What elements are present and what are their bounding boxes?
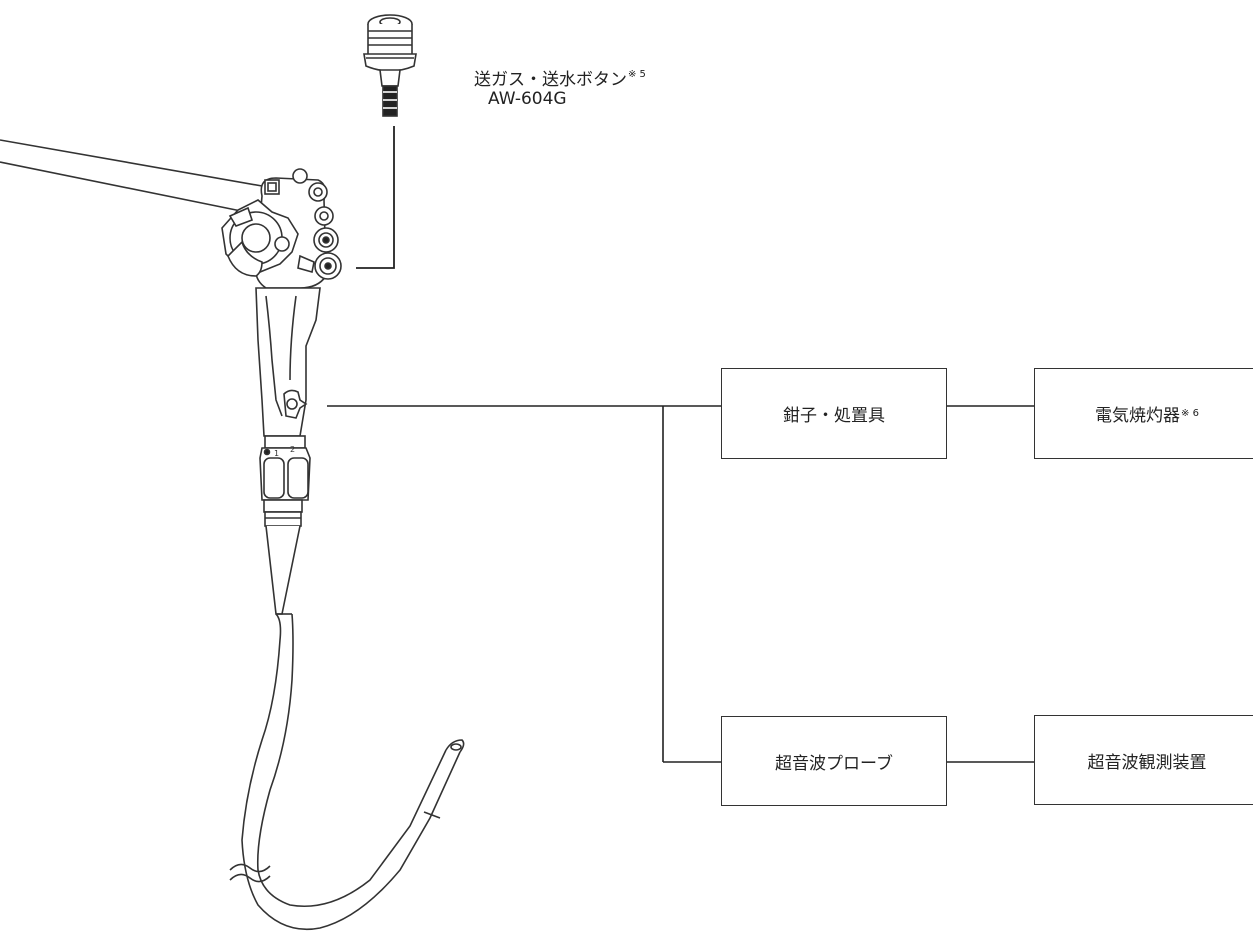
insertion-tube	[229, 525, 465, 931]
forceps-label: 鉗子・処置具	[783, 406, 885, 426]
ultrasound-probe-label: 超音波プローブ	[775, 753, 893, 774]
dial-number-1: 1	[274, 449, 279, 458]
footnote-6: ※ 6	[1181, 408, 1199, 419]
electrosurgical-unit-box: 電気焼灼器※ 6	[1034, 368, 1253, 459]
ultrasound-probe-box: 超音波プローブ	[721, 716, 947, 806]
air-water-button-model: AW-604G	[488, 89, 567, 109]
ultrasound-system-label: 超音波観測装置	[1087, 752, 1207, 773]
connection-lines	[327, 405, 1034, 763]
ultrasound-system-box: 超音波観測装置	[1034, 715, 1253, 805]
forceps-box: 鉗子・処置具	[721, 368, 947, 459]
air-water-button-name: 送ガス・送水ボタン	[474, 70, 627, 90]
dial-number-2: 2	[290, 445, 295, 454]
universal-cord	[0, 139, 270, 214]
electrosurgical-unit-label: 電気焼灼器	[1095, 406, 1181, 426]
air-water-button-illustration	[363, 14, 417, 117]
grip-section	[255, 287, 321, 527]
air-water-button-label: 送ガス・送水ボタン※ 5	[474, 64, 646, 91]
footnote-5: ※ 5	[628, 69, 646, 80]
button-connector-line	[356, 126, 395, 269]
control-section	[221, 168, 342, 289]
